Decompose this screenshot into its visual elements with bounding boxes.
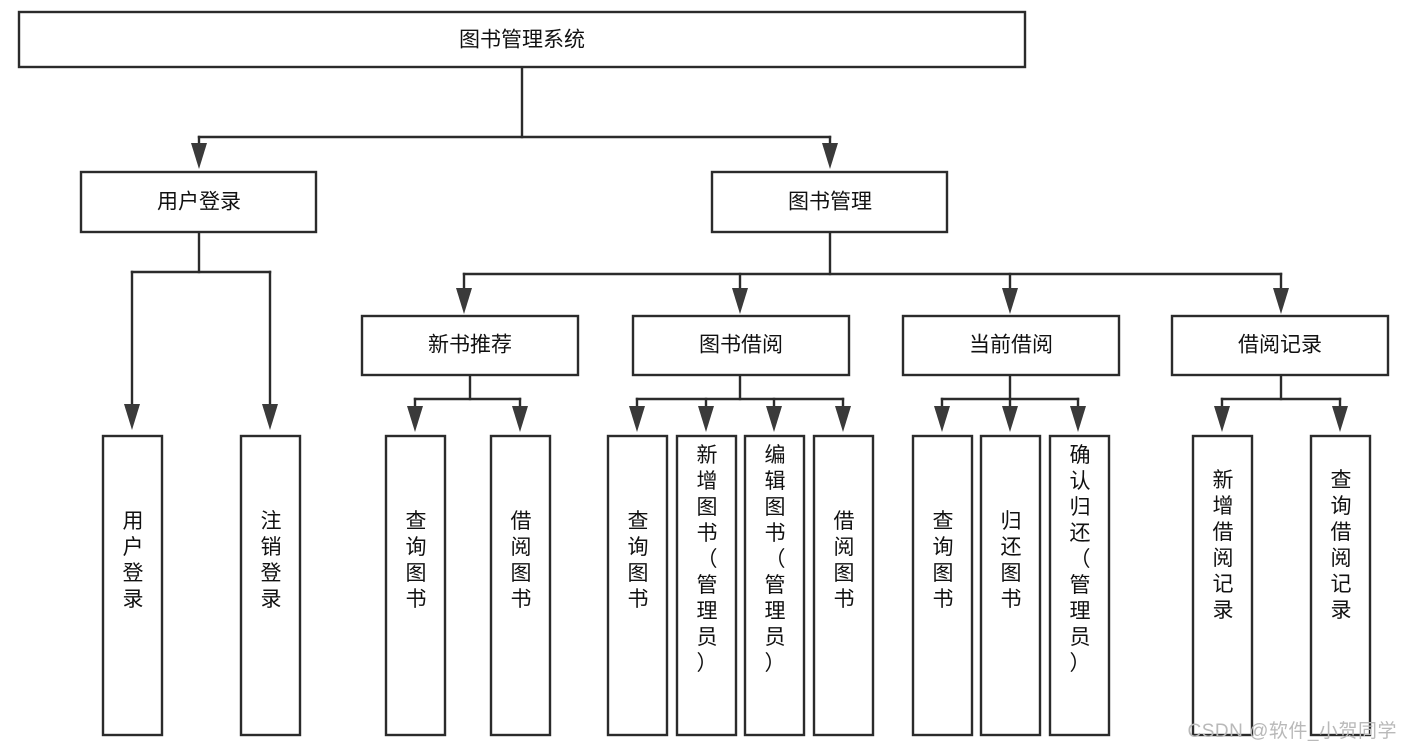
node-leaf-borrow-book-1-box[interactable]	[489, 434, 552, 737]
node-leaf-borrow-book-2-box[interactable]	[812, 434, 875, 737]
node-borrow-box[interactable]	[631, 314, 851, 377]
node-leaf-query-record-box[interactable]	[1309, 434, 1372, 737]
arrow-current-leaf-2-icon	[1002, 406, 1018, 432]
arrow-login-leaf-1-icon	[124, 404, 140, 430]
node-newbook-box[interactable]	[360, 314, 580, 377]
node-leaf-user-login-label: 用户登录	[123, 510, 144, 611]
node-leaf-add-book-box[interactable]	[675, 434, 738, 737]
arrow-bookmgmt-borrow-icon	[732, 288, 748, 314]
node-leaf-add-record[interactable]: 新增借阅记录	[1191, 434, 1254, 737]
node-leaf-user-login-box[interactable]	[101, 434, 164, 737]
node-bookmgmt[interactable]: 图书管理	[710, 170, 949, 234]
node-leaf-query-book-1-box[interactable]	[384, 434, 447, 737]
node-leaf-confirm-return[interactable]: 确认归还（管理员）	[1048, 434, 1111, 737]
node-leaf-query-record-label: 查询借阅记录	[1331, 469, 1352, 622]
node-leaf-query-book-1-label: 查询图书	[406, 510, 427, 611]
node-login-label: 用户登录	[157, 191, 241, 214]
node-leaf-return-book[interactable]: 归还图书	[979, 434, 1042, 737]
node-root[interactable]: 图书管理系统	[17, 10, 1027, 69]
arrow-borrow-leaf-1-icon	[629, 406, 645, 432]
arrow-current-leaf-1-icon	[934, 406, 950, 432]
node-leaf-return-book-box[interactable]	[979, 434, 1042, 737]
node-leaf-query-book-3-box[interactable]	[911, 434, 974, 737]
arrow-borrow-leaf-3-icon	[766, 406, 782, 432]
node-record-label: 借阅记录	[1238, 334, 1322, 357]
arrow-record-leaf-1-icon	[1214, 406, 1230, 432]
node-borrow[interactable]: 图书借阅	[631, 314, 851, 377]
node-leaf-query-book-2-label: 查询图书	[628, 510, 649, 611]
node-leaf-borrow-book-2-label: 借阅图书	[834, 510, 855, 611]
node-leaf-query-book-1[interactable]: 查询图书	[384, 434, 447, 737]
arrow-bookmgmt-current-icon	[1002, 288, 1018, 314]
node-login[interactable]: 用户登录	[79, 170, 318, 234]
node-leaf-borrow-book-1[interactable]: 借阅图书	[489, 434, 552, 737]
node-leaf-borrow-book-2[interactable]: 借阅图书	[812, 434, 875, 737]
arrow-root-to-login-icon	[191, 143, 207, 169]
node-login-box[interactable]	[79, 170, 318, 234]
node-leaf-borrow-book-1-label: 借阅图书	[511, 510, 532, 611]
node-leaf-query-book-3[interactable]: 查询图书	[911, 434, 974, 737]
node-root-box[interactable]	[17, 10, 1027, 69]
node-borrow-label: 图书借阅	[699, 334, 783, 357]
node-root-label: 图书管理系统	[459, 29, 585, 52]
node-leaf-add-book-label: 新增图书（管理员）	[697, 444, 718, 675]
node-current[interactable]: 当前借阅	[901, 314, 1121, 377]
node-current-label: 当前借阅	[969, 334, 1053, 357]
arrow-bookmgmt-newbook-icon	[456, 288, 472, 314]
node-leaf-logout[interactable]: 注销登录	[239, 434, 302, 737]
node-leaf-edit-book[interactable]: 编辑图书（管理员）	[743, 434, 806, 737]
node-newbook-label: 新书推荐	[428, 334, 512, 357]
arrow-record-leaf-2-icon	[1332, 406, 1348, 432]
arrow-login-leaf-2-icon	[262, 404, 278, 430]
node-leaf-add-book[interactable]: 新增图书（管理员）	[675, 434, 738, 737]
connector-layer	[124, 65, 1348, 432]
node-leaf-add-record-box[interactable]	[1191, 434, 1254, 737]
node-leaf-query-record[interactable]: 查询借阅记录	[1309, 434, 1372, 737]
node-leaf-logout-box[interactable]	[239, 434, 302, 737]
node-leaf-user-login[interactable]: 用户登录	[101, 434, 164, 737]
node-leaf-confirm-return-label: 确认归还（管理员）	[1070, 444, 1091, 675]
arrow-bookmgmt-record-icon	[1273, 288, 1289, 314]
node-leaf-edit-book-box[interactable]	[743, 434, 806, 737]
arrow-current-leaf-3-icon	[1070, 406, 1086, 432]
node-newbook[interactable]: 新书推荐	[360, 314, 580, 377]
arrow-borrow-leaf-2-icon	[698, 406, 714, 432]
node-leaf-query-book-2[interactable]: 查询图书	[606, 434, 669, 737]
node-leaf-confirm-return-box[interactable]	[1048, 434, 1111, 737]
node-leaf-edit-book-label: 编辑图书（管理员）	[765, 444, 786, 675]
arrow-newbook-leaf-1-icon	[407, 406, 423, 432]
node-leaf-logout-label: 注销登录	[261, 510, 282, 611]
arrow-newbook-leaf-2-icon	[512, 406, 528, 432]
node-leaf-add-record-label: 新增借阅记录	[1213, 469, 1234, 622]
arrow-borrow-leaf-4-icon	[835, 406, 851, 432]
node-record-box[interactable]	[1170, 314, 1390, 377]
node-current-box[interactable]	[901, 314, 1121, 377]
arrow-root-to-bookmgmt-icon	[822, 143, 838, 169]
node-bookmgmt-box[interactable]	[710, 170, 949, 234]
node-record[interactable]: 借阅记录	[1170, 314, 1390, 377]
node-leaf-query-book-2-box[interactable]	[606, 434, 669, 737]
node-leaf-return-book-label: 归还图书	[1001, 510, 1022, 611]
node-leaf-query-book-3-label: 查询图书	[933, 510, 954, 611]
node-bookmgmt-label: 图书管理	[788, 191, 872, 214]
